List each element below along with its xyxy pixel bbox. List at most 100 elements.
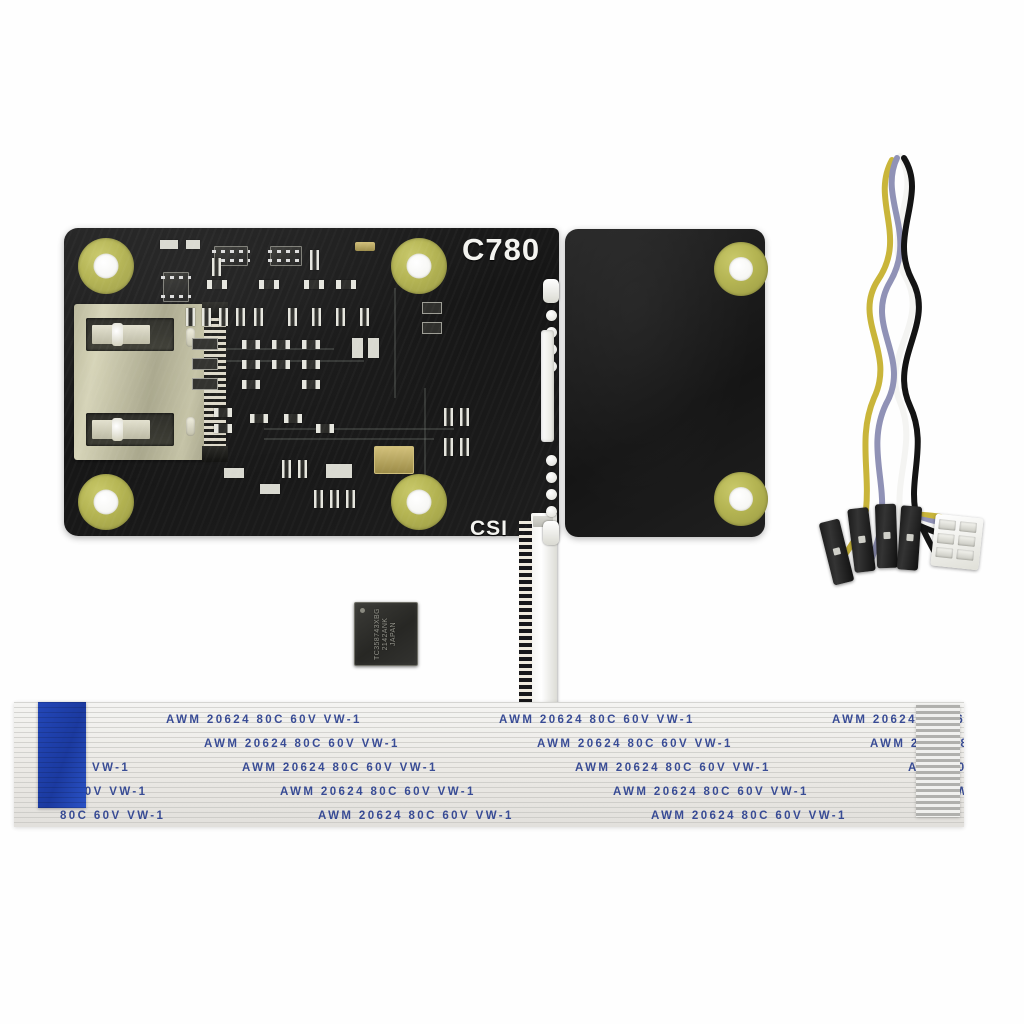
ffc-print-row: VW-1: [92, 762, 131, 774]
smd-resistor: [236, 308, 245, 326]
smd-component: [224, 468, 244, 478]
smd-capacitor: [192, 338, 218, 350]
smd-component: [160, 240, 178, 249]
dupont-female-connector[interactable]: [896, 505, 923, 571]
smd-resistor: [186, 308, 195, 326]
smd-resistor: [336, 280, 356, 289]
ffc-print-row: 60V VW-1: [76, 786, 148, 798]
crystal-oscillator: [374, 446, 414, 474]
smd-capacitor: [422, 302, 442, 314]
hdmi-contact-row: [86, 413, 174, 446]
ffc-print-row: AWM 20624 80C 60V VW-1: [651, 810, 847, 822]
mounting-hole-pad: [714, 472, 768, 526]
edge-pad: [543, 521, 559, 545]
edge-pad: [546, 506, 557, 517]
ffc-print-row: 80C 60V VW-1: [60, 810, 166, 822]
smd-resistor: [336, 308, 345, 326]
ffc-print-row: AWM 20624 80C 60V VW-1: [280, 786, 476, 798]
pcb-trace: [394, 288, 396, 398]
pcb-trace: [264, 438, 434, 440]
smd-component: [326, 464, 352, 478]
mounting-hole-pad: [391, 238, 447, 294]
ffc-exposed-contacts: [916, 705, 960, 817]
jst-socket: [935, 546, 954, 559]
pcb-trace: [424, 388, 426, 508]
ffc-ribbon-cable: AWM 20624 80C 60V VW-1 AWM 20624 80C 60V…: [14, 702, 964, 827]
ffc-print-row: AWM 20624 80C 60V VW-1: [575, 762, 771, 774]
smd-resistor: [314, 490, 323, 508]
edge-pad: [546, 472, 557, 483]
smd-resistor: [302, 340, 320, 349]
mounting-hole-pad: [78, 238, 134, 294]
mounting-hole-pad: [714, 242, 768, 296]
smd-resistor: [330, 490, 339, 508]
edge-pad: [546, 455, 557, 466]
csi-ffc-connector[interactable]: [519, 513, 557, 731]
smd-inductor: [355, 242, 375, 251]
smd-resistor: [250, 414, 268, 423]
wire-white: [892, 153, 916, 515]
smd-component: [260, 484, 280, 494]
smd-resistor: [346, 490, 355, 508]
jst-socket: [956, 549, 975, 561]
smd-resistor: [219, 308, 228, 326]
hdmi-contact-row: [86, 318, 174, 351]
ffc-connector-pins: [519, 521, 532, 723]
smd-resistor: [304, 280, 324, 289]
smd-resistor: [302, 380, 320, 389]
ffc-conductors: [14, 702, 964, 827]
smd-resistor: [242, 340, 260, 349]
smd-component: [352, 338, 363, 358]
smd-resistor: [444, 438, 453, 456]
mounting-hole-pad: [78, 474, 134, 530]
dupont-female-connector[interactable]: [874, 503, 899, 569]
ic-pin1-dot: [360, 608, 365, 613]
smd-resistor: [312, 308, 321, 326]
hdmi-input-connector[interactable]: [74, 302, 228, 462]
smd-resistor: [282, 460, 291, 478]
smd-resistor: [272, 360, 290, 369]
silkscreen-label-c780: C780: [462, 232, 541, 267]
sot23-transistor: [161, 272, 191, 302]
smd-resistor: [360, 308, 369, 326]
smd-resistor: [444, 408, 453, 426]
smd-resistor: [460, 438, 469, 456]
smd-resistor: [302, 360, 320, 369]
ffc-print-row: AWM 20624 80C 60V VW-1: [318, 810, 514, 822]
smd-capacitor: [192, 378, 218, 390]
smd-resistor: [242, 360, 260, 369]
pcb-trace: [264, 428, 454, 430]
smd-resistor: [214, 424, 232, 433]
smd-capacitor: [422, 322, 442, 334]
ffc-stiffener-tab: [38, 702, 86, 808]
ffc-latch-tab[interactable]: [533, 516, 553, 527]
ffc-print-row: AWM 20624 80C 60V VW-1: [613, 786, 809, 798]
sot23-transistor: [212, 246, 250, 266]
jst-socket: [936, 532, 955, 545]
hdmi-latch-slot: [186, 417, 195, 436]
blank-pcb-module: [565, 229, 768, 537]
edge-notch: [541, 330, 554, 442]
wire-grey: [874, 155, 904, 515]
smd-resistor: [207, 280, 227, 289]
smd-resistor: [284, 414, 302, 423]
ffc-print-row: AWM 20624 80C 60V VW-1: [499, 714, 695, 726]
smd-resistor: [254, 308, 263, 326]
smd-capacitor: [192, 358, 218, 370]
smd-resistor: [298, 460, 307, 478]
ffc-print-row: AWM 20624 80C 60V VW-1: [166, 714, 362, 726]
smd-resistor: [310, 250, 319, 270]
pcb-trace: [214, 348, 334, 350]
sot23-transistor: [268, 246, 304, 266]
smd-component: [368, 338, 379, 358]
edge-pad: [546, 489, 557, 500]
smd-resistor: [202, 308, 211, 326]
jst-socket: [938, 519, 957, 531]
jst-4pin-connector[interactable]: [930, 513, 984, 571]
smd-resistor: [259, 280, 279, 289]
edge-pad: [543, 279, 559, 303]
silkscreen-label-csi: CSI: [470, 517, 509, 540]
